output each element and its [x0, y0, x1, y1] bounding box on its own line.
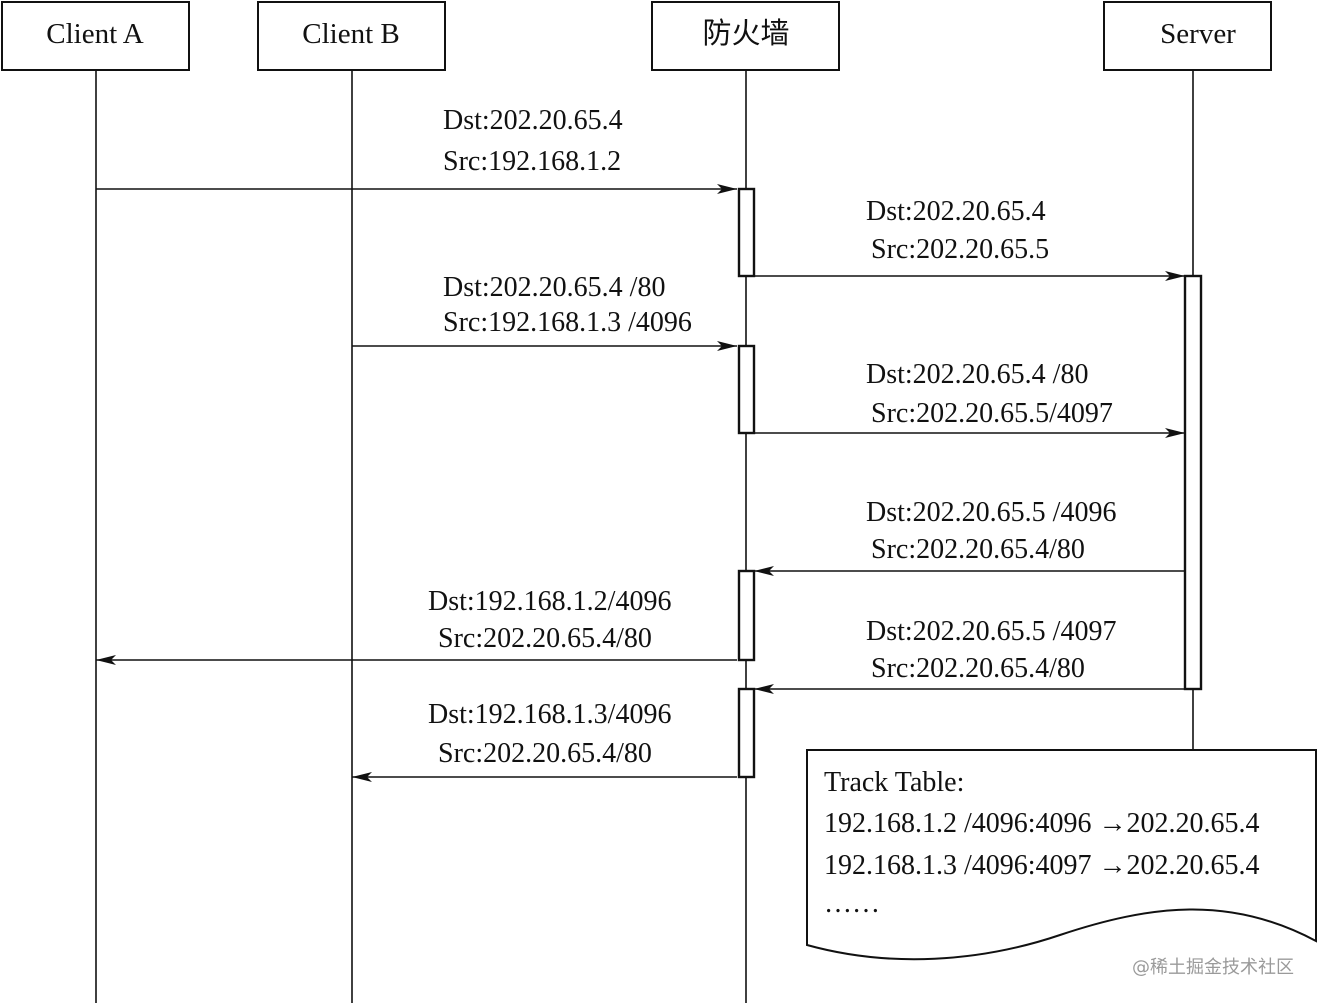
message-5-dst: Dst:202.20.65.5 /4096 [866, 497, 1116, 528]
participant-server: Server [1103, 1, 1272, 71]
message-3-src: Src:192.168.1.3 /4096 [443, 307, 692, 338]
track-table-row: 192.168.1.3 /4096:4097 →202.20.65.4 [824, 850, 1260, 881]
message-7-dst: Dst:202.20.65.5 /4097 [866, 616, 1116, 647]
track-table-row: 192.168.1.2 /4096:4096 →202.20.65.4 [824, 808, 1260, 839]
message-3-dst: Dst:202.20.65.4 /80 [443, 272, 665, 303]
track-table-row: …… [824, 888, 880, 919]
participant-label: Server [1160, 18, 1236, 50]
participant-client-a: Client A [1, 1, 190, 71]
message-6-src: Src:202.20.65.4/80 [438, 623, 652, 654]
activation-firewall-1 [737, 187, 756, 278]
activation-firewall-3 [737, 569, 756, 662]
watermark: @稀土掘金技术社区 [1132, 957, 1294, 978]
message-1-dst: Dst:202.20.65.4 [443, 105, 623, 136]
activation-firewall-2 [737, 344, 756, 435]
message-6-dst: Dst:192.168.1.2/4096 [428, 586, 671, 617]
message-4-src: Src:202.20.65.5/4097 [871, 398, 1113, 429]
participant-label: Client A [46, 18, 144, 50]
message-8-dst: Dst:192.168.1.3/4096 [428, 699, 671, 730]
message-1-src: Src:192.168.1.2 [443, 146, 621, 177]
participant-label: Client B [302, 18, 399, 50]
message-4-dst: Dst:202.20.65.4 /80 [866, 359, 1088, 390]
message-2-src: Src:202.20.65.5 [871, 234, 1049, 265]
activation-firewall-4 [737, 687, 756, 779]
message-8-src: Src:202.20.65.4/80 [438, 738, 652, 769]
activation-server [1183, 274, 1203, 691]
message-5-src: Src:202.20.65.4/80 [871, 534, 1085, 565]
message-7-src: Src:202.20.65.4/80 [871, 653, 1085, 684]
message-2-dst: Dst:202.20.65.4 [866, 196, 1046, 227]
track-table-title: Track Table: [824, 767, 964, 798]
participant-client-b: Client B [257, 1, 446, 71]
participant-label: 防火墙 [702, 17, 789, 50]
participant-firewall: 防火墙 [651, 1, 840, 71]
track-table: Track Table: 192.168.1.2 /4096:4096 →202… [806, 749, 1317, 961]
